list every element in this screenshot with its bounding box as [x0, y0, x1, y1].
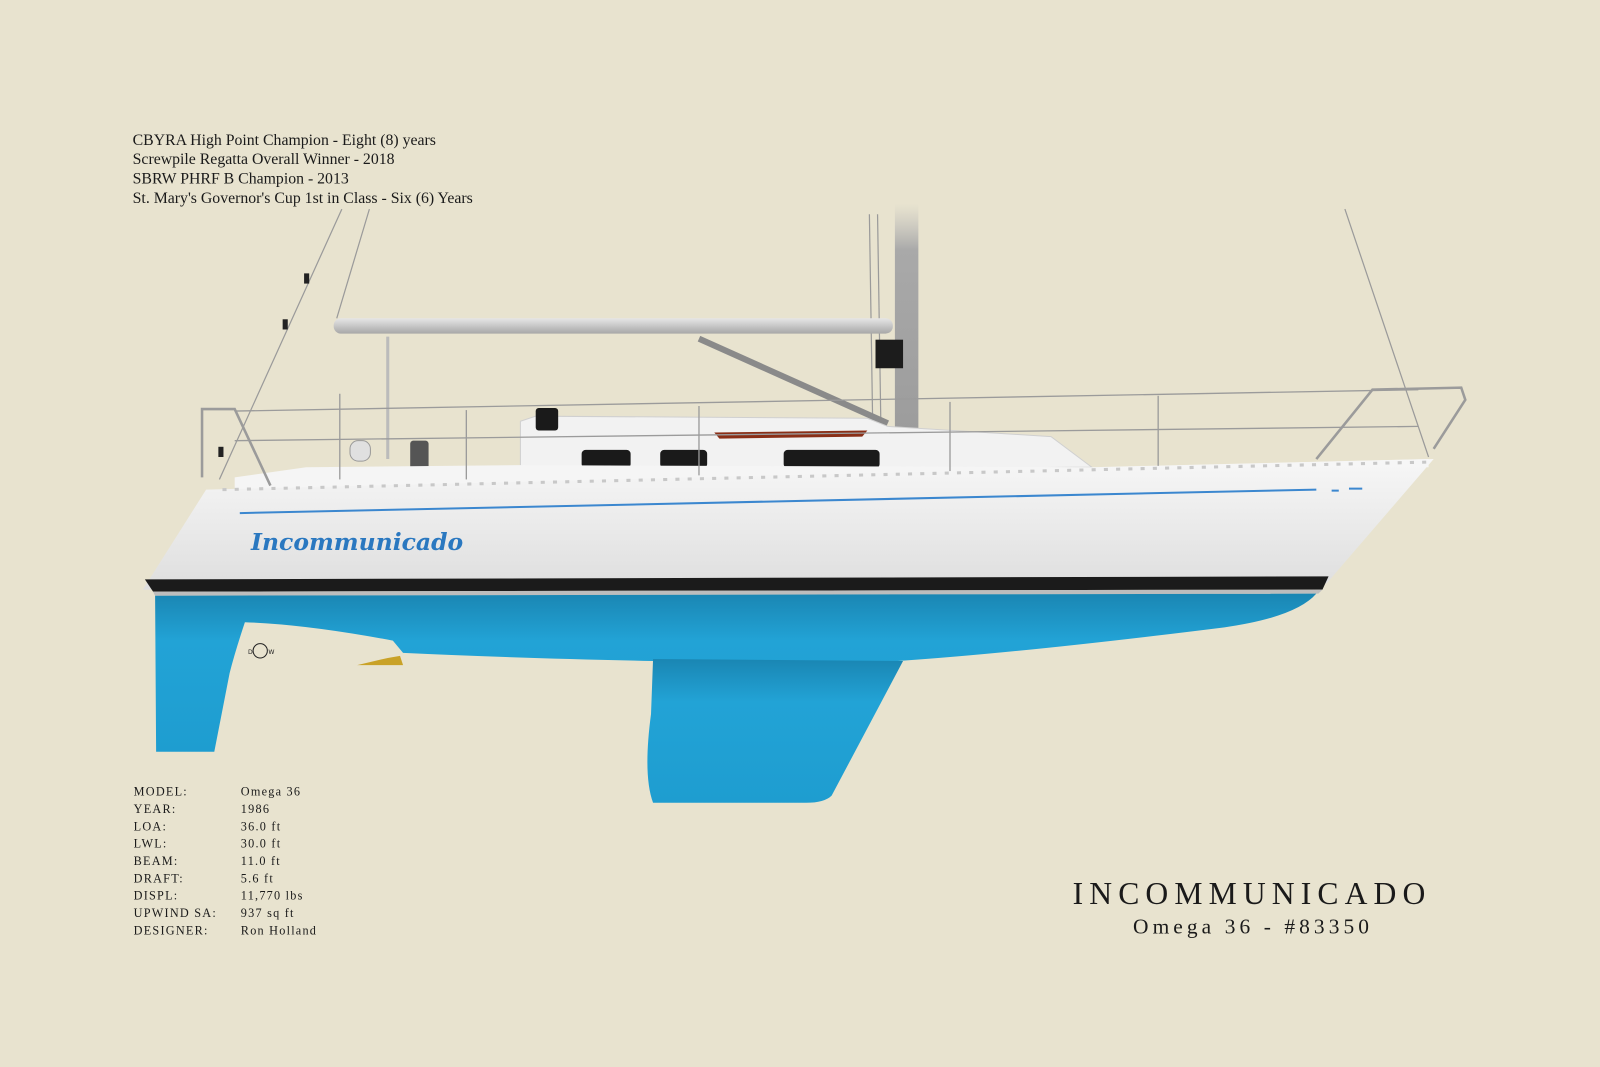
spec-label: BEAM:: [134, 854, 179, 868]
boom: [333, 318, 893, 334]
port-light: [783, 449, 880, 469]
mast-fitting: [875, 339, 904, 369]
spec-label: MODEL:: [134, 785, 188, 799]
spec-value: Omega 36: [241, 785, 301, 799]
backstay-adjuster: [218, 446, 224, 457]
boot-stripe: [144, 576, 1329, 592]
achievement-item: St. Mary's Governor's Cup 1st in Class -…: [133, 190, 473, 207]
spec-value: 11,770 lbs: [241, 889, 304, 903]
achievements-list: CBYRA High Point Champion - Eight (8) ye…: [133, 132, 473, 207]
backstay-adjuster: [304, 273, 310, 284]
winch-icon: [410, 440, 429, 470]
propeller: [357, 655, 404, 666]
spec-value: 5.6 ft: [241, 871, 274, 885]
forestay: [1344, 208, 1430, 458]
toe-rail: [222, 460, 1429, 492]
rudder-gap: [219, 624, 278, 752]
underwater-hull: [155, 593, 1317, 752]
specs-table: MODEL: Omega 36 YEAR: 1986 LOA: 36.0 ft LWL…: [134, 785, 317, 938]
cockpit-dome: [349, 440, 371, 462]
spec-label: LWL:: [134, 837, 168, 851]
designer-logo: D W: [248, 643, 274, 659]
spec-value: 937 sq ft: [241, 906, 295, 920]
spec-label: DESIGNER:: [134, 923, 209, 937]
boom-vang: [697, 335, 890, 427]
backstay: [218, 208, 343, 480]
port-light: [660, 449, 708, 469]
spec-value: 30.0 ft: [241, 837, 282, 851]
svg-text:W: W: [268, 649, 274, 656]
spec-value: 36.0 ft: [241, 819, 282, 833]
spec-value: 1986: [241, 802, 270, 816]
cove-stripe: [239, 488, 1317, 515]
poster-subtitle: Omega 36 - #83350: [1133, 914, 1373, 938]
boot-stripe-highlight: [153, 589, 1323, 596]
port-light: [581, 449, 631, 469]
achievement-item: SBRW PHRF B Champion - 2013: [133, 171, 349, 188]
backstay-adjuster: [282, 319, 288, 330]
cove-stripe-end: [1331, 487, 1363, 492]
spec-label: LOA:: [134, 819, 167, 833]
spec-label: UPWIND SA:: [134, 906, 217, 920]
mast: [894, 204, 919, 434]
spec-value: Ron Holland: [241, 923, 317, 937]
hull-name: Incommunicado: [250, 528, 463, 556]
spec-value: 11.0 ft: [241, 854, 281, 868]
spec-label: DRAFT:: [134, 871, 184, 885]
keel: [647, 658, 904, 803]
poster-title: INCOMMUNICADO: [1073, 876, 1432, 911]
topping-lift: [336, 208, 370, 319]
winch-icon: [535, 408, 559, 431]
achievement-item: Screwpile Regatta Overall Winner - 2018: [133, 151, 395, 168]
lifelines: [200, 386, 1467, 487]
spec-label: DISPL:: [134, 889, 179, 903]
spec-label: YEAR:: [134, 802, 177, 816]
achievement-item: CBYRA High Point Champion - Eight (8) ye…: [133, 132, 436, 149]
hull-topsides: [142, 459, 1434, 590]
svg-text:D: D: [248, 649, 253, 656]
